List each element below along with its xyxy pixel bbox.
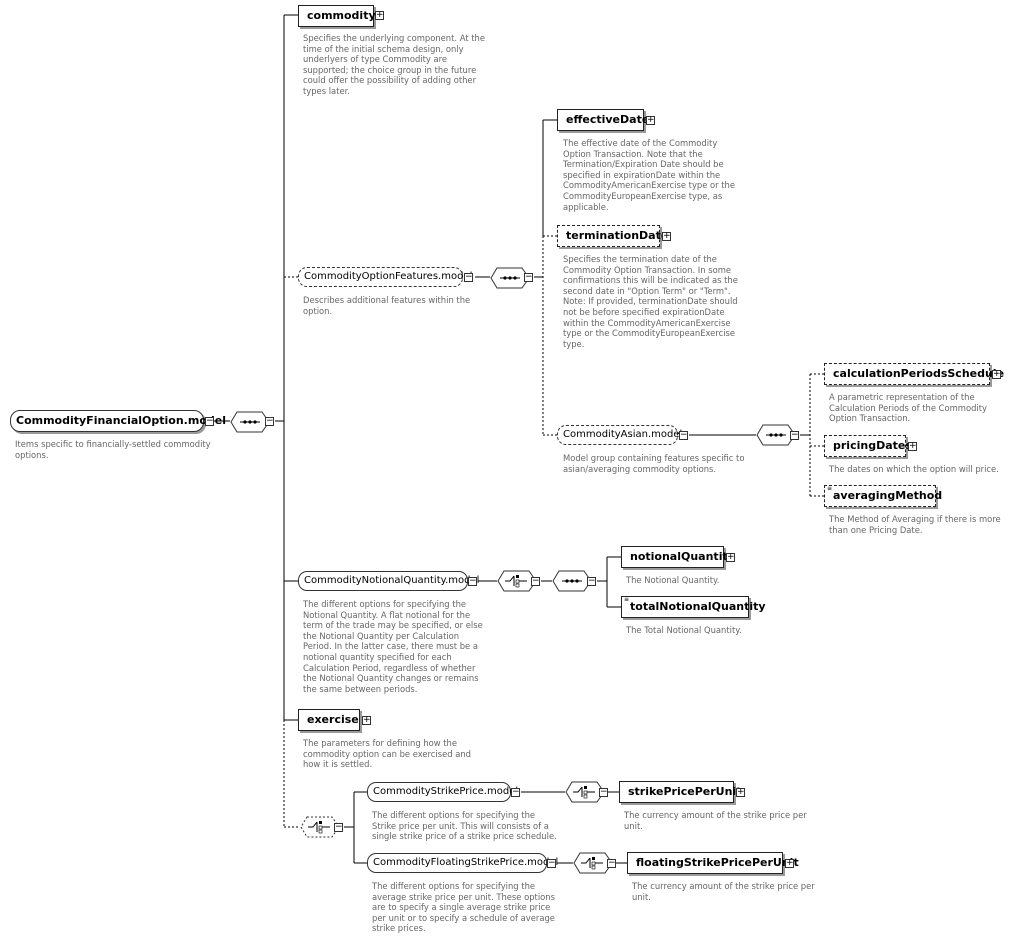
averaging-method-description: The Method of Averaging if there is more… bbox=[829, 514, 1001, 535]
calc-periods-description: A parametric representation of the Calcu… bbox=[829, 392, 987, 424]
group-commodity-strike-price[interactable]: CommodityStrikePrice.model bbox=[367, 782, 518, 802]
element-pricing-dates-label: pricingDates bbox=[833, 439, 912, 452]
collapse-icon[interactable]: − bbox=[524, 272, 533, 282]
simple-type-icon: ≡ bbox=[624, 596, 630, 603]
element-calculation-periods-schedule-label: calculationPeriodsSchedule bbox=[833, 367, 1005, 380]
collapse-icon[interactable]: − bbox=[587, 576, 596, 586]
element-total-notional-quantity[interactable]: ≡ totalNotionalQuantity bbox=[621, 596, 766, 618]
expand-icon[interactable]: + bbox=[375, 10, 384, 20]
total-notional-quantity-description: The Total Notional Quantity. bbox=[626, 625, 742, 635]
root-model-label: CommodityFinancialOption.model bbox=[16, 414, 226, 427]
collapse-icon[interactable]: − bbox=[607, 858, 616, 868]
choice-compositor-icon bbox=[497, 570, 537, 592]
simple-type-icon: ≡ bbox=[827, 485, 833, 492]
expand-icon[interactable]: + bbox=[362, 715, 371, 725]
element-averaging-method-label: averagingMethod bbox=[833, 489, 943, 502]
element-calculation-periods-schedule[interactable]: calculationPeriodsSchedule bbox=[824, 363, 1004, 385]
group-commodity-option-features[interactable]: CommodityOptionFeatures.model bbox=[298, 267, 472, 287]
root-model-group[interactable]: CommodityFinancialOption.model bbox=[10, 410, 226, 432]
element-commodity[interactable]: commodity bbox=[298, 5, 376, 27]
collapse-icon[interactable]: − bbox=[205, 416, 214, 426]
pricing-dates-description: The dates on which the option will price… bbox=[829, 464, 999, 474]
option-features-description: Describes additional features within the… bbox=[303, 295, 471, 316]
collapse-icon[interactable]: − bbox=[468, 576, 477, 586]
collapse-icon[interactable]: − bbox=[599, 787, 608, 797]
group-commodity-notional-quantity[interactable]: CommodityNotionalQuantity.model bbox=[298, 571, 479, 591]
group-commodity-option-features-label: CommodityOptionFeatures.model bbox=[304, 271, 473, 282]
effective-date-description: The effective date of the Commodity Opti… bbox=[563, 138, 736, 212]
element-exercise[interactable]: exercise bbox=[298, 709, 360, 731]
notional-quantity-description: The Notional Quantity. bbox=[626, 575, 720, 585]
element-floating-strike-price-per-unit-label: floatingStrikePricePerUnit bbox=[636, 856, 799, 869]
element-strike-price-per-unit-label: strikePricePerUnit bbox=[628, 785, 742, 798]
element-strike-price-per-unit[interactable]: strikePricePerUnit bbox=[619, 781, 741, 803]
choice-compositor-icon bbox=[573, 852, 613, 874]
collapse-icon[interactable]: − bbox=[531, 576, 540, 586]
expand-icon[interactable]: + bbox=[646, 115, 655, 125]
exercise-description: The parameters for defining how the comm… bbox=[303, 738, 471, 770]
notional-quantity-model-description: The different options for specifying the… bbox=[303, 599, 483, 694]
root-description: Items specific to financially-settled co… bbox=[15, 439, 211, 460]
collapse-icon[interactable]: − bbox=[679, 430, 688, 440]
collapse-icon[interactable]: − bbox=[464, 272, 473, 282]
choice-compositor-icon bbox=[565, 781, 605, 803]
element-effective-date-label: effectiveDate bbox=[566, 113, 650, 126]
expand-icon[interactable]: + bbox=[992, 369, 1001, 379]
termination-date-description: Specifies the termination date of the Co… bbox=[563, 254, 738, 349]
sequence-compositor-icon bbox=[490, 267, 530, 289]
element-commodity-label: commodity bbox=[307, 9, 376, 22]
group-commodity-strike-price-label: CommodityStrikePrice.model bbox=[373, 786, 519, 797]
element-total-notional-quantity-label: totalNotionalQuantity bbox=[630, 600, 766, 613]
element-notional-quantity-label: notionalQuantity bbox=[630, 550, 735, 563]
expand-icon[interactable]: + bbox=[736, 787, 745, 797]
expand-icon[interactable]: + bbox=[908, 441, 917, 451]
strike-price-model-description: The different options for specifying the… bbox=[372, 810, 557, 842]
commodity-asian-description: Model group containing features specific… bbox=[563, 453, 745, 474]
collapse-icon[interactable]: − bbox=[511, 787, 520, 797]
element-pricing-dates[interactable]: pricingDates bbox=[824, 435, 912, 457]
expand-icon[interactable]: + bbox=[785, 858, 794, 868]
collapse-icon[interactable]: − bbox=[265, 416, 274, 426]
strike-price-per-unit-description: The currency amount of the strike price … bbox=[624, 810, 807, 831]
element-exercise-label: exercise bbox=[307, 713, 359, 726]
group-commodity-asian[interactable]: CommodityAsian.model bbox=[557, 425, 682, 445]
collapse-icon[interactable]: − bbox=[547, 858, 556, 868]
sequence-compositor-icon bbox=[552, 570, 592, 592]
commodity-description: Specifies the underlying component. At t… bbox=[303, 33, 485, 96]
collapse-icon[interactable]: − bbox=[334, 822, 343, 832]
floating-strike-per-unit-description: The currency amount of the strike price … bbox=[632, 881, 815, 902]
collapse-icon[interactable]: − bbox=[790, 430, 799, 440]
sequence-compositor-icon bbox=[756, 424, 796, 446]
element-termination-date[interactable]: terminationDate bbox=[557, 225, 668, 247]
element-floating-strike-price-per-unit[interactable]: floatingStrikePricePerUnit bbox=[627, 852, 799, 874]
element-averaging-method[interactable]: ≡ averagingMethod bbox=[824, 485, 942, 507]
group-commodity-floating-strike-price[interactable]: CommodityFloatingStrikePrice.model bbox=[367, 853, 558, 873]
element-notional-quantity[interactable]: notionalQuantity bbox=[621, 546, 735, 568]
element-effective-date[interactable]: effectiveDate bbox=[557, 109, 649, 131]
expand-icon[interactable]: + bbox=[662, 231, 671, 241]
group-commodity-notional-quantity-label: CommodityNotionalQuantity.model bbox=[304, 575, 480, 586]
expand-icon[interactable]: + bbox=[726, 552, 735, 562]
floating-strike-model-description: The different options for specifying the… bbox=[372, 881, 555, 934]
sequence-compositor-icon bbox=[230, 411, 270, 433]
choice-compositor-icon bbox=[300, 816, 340, 838]
group-commodity-asian-label: CommodityAsian.model bbox=[563, 429, 683, 440]
element-termination-date-label: terminationDate bbox=[566, 229, 669, 242]
group-commodity-floating-strike-price-label: CommodityFloatingStrikePrice.model bbox=[373, 857, 559, 868]
